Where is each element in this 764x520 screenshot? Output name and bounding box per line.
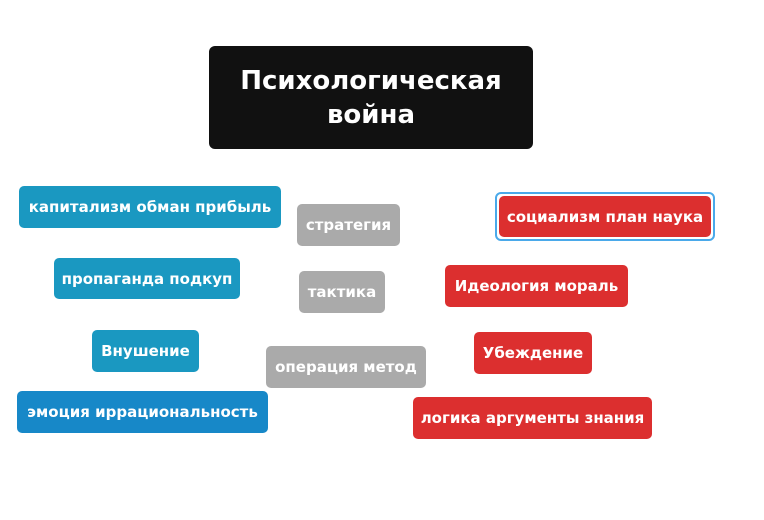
node-strategy[interactable]: стратегия <box>297 204 400 246</box>
selection-outline <box>495 192 715 241</box>
node-capitalism[interactable]: капитализм обман прибыль <box>19 186 281 228</box>
node-propaganda[interactable]: пропаганда подкуп <box>54 258 240 299</box>
node-operation[interactable]: операция метод <box>266 346 426 388</box>
node-emotion[interactable]: эмоция иррациональность <box>17 391 268 433</box>
node-ideology[interactable]: Идеология мораль <box>445 265 628 307</box>
node-tactics[interactable]: тактика <box>299 271 385 313</box>
central-topic[interactable]: Психологическая война <box>209 46 533 149</box>
node-persuasion[interactable]: Убеждение <box>474 332 592 374</box>
node-logic[interactable]: логика аргументы знания <box>413 397 652 439</box>
node-socialism[interactable]: социализм план наука <box>499 196 711 237</box>
node-suggestion[interactable]: Внушение <box>92 330 199 372</box>
